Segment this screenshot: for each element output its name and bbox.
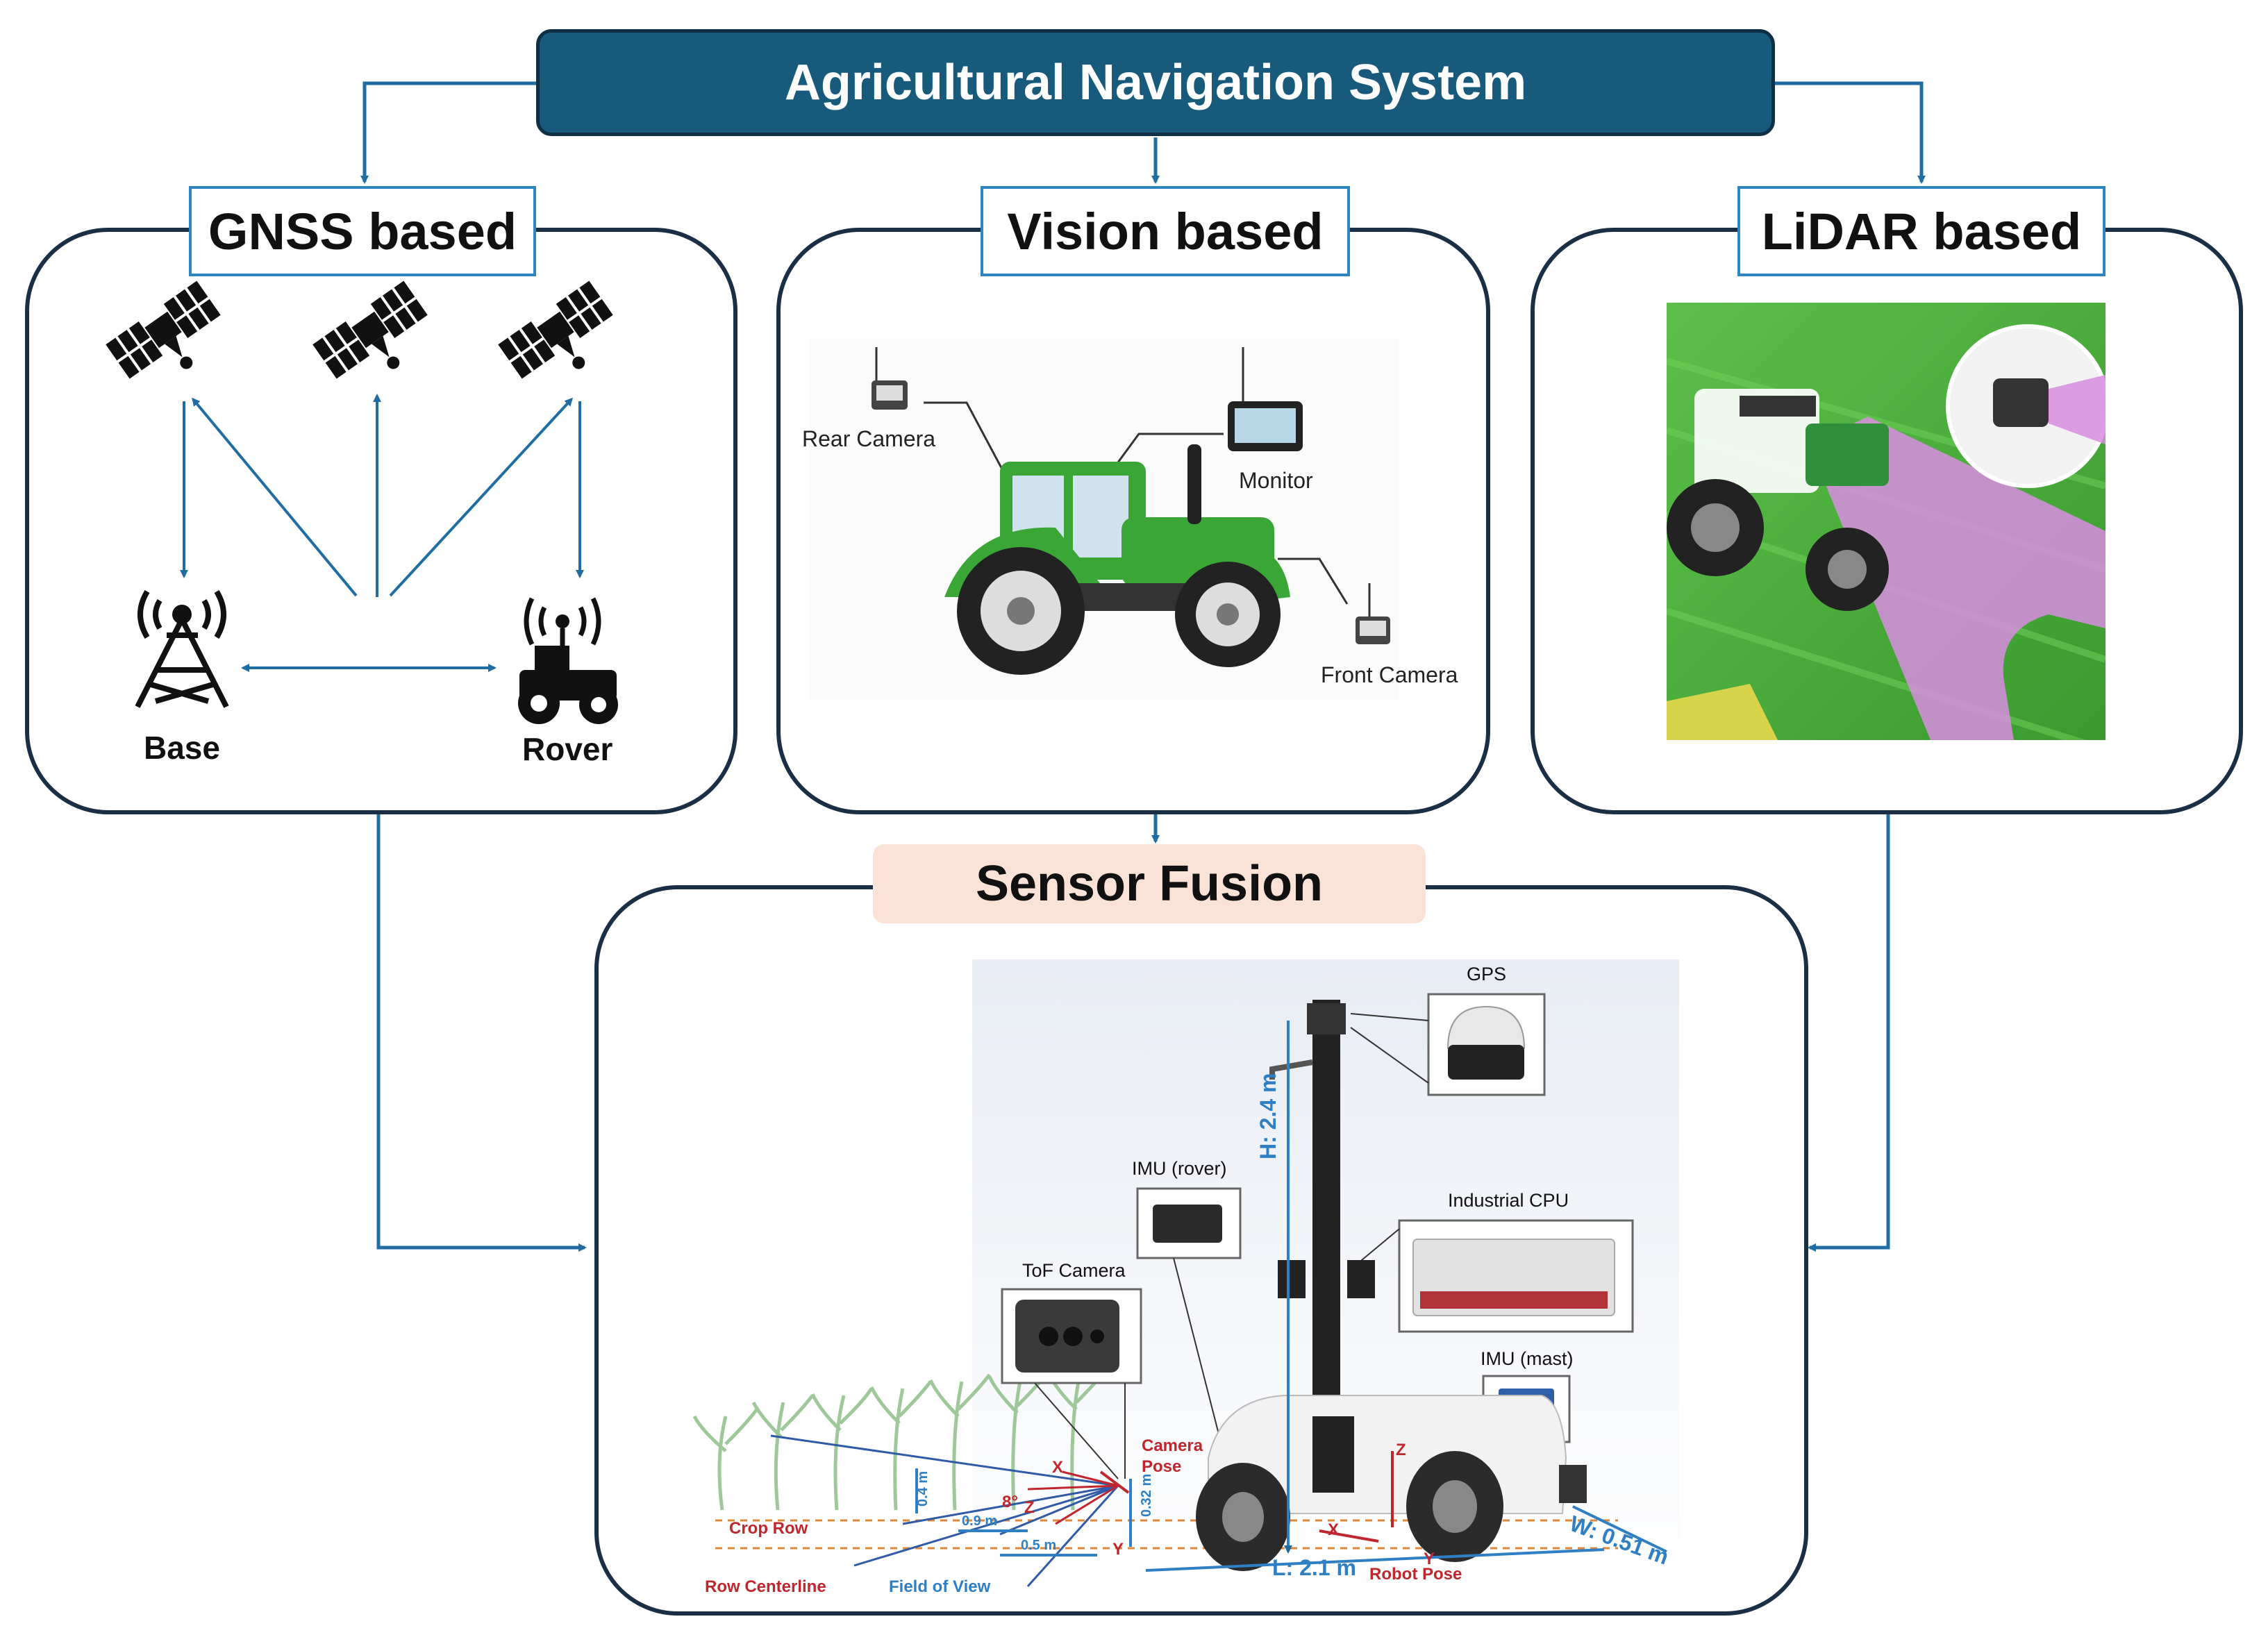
satellite-icon	[312, 280, 428, 379]
industrial-cpu-image	[1357, 1219, 1634, 1333]
front-camera-label: Front Camera	[1321, 662, 1458, 687]
length-dimension-label: L: 2.1 m	[1272, 1555, 1356, 1580]
gnss-panel-label: GNSS based	[189, 186, 536, 276]
robot-axis-y-label: Y	[1424, 1550, 1435, 1568]
monitor-icon	[1228, 347, 1303, 451]
arrow-title-to-lidar	[1775, 81, 1926, 184]
gps-image	[1350, 993, 1546, 1096]
dim-04-label: 0.4 m	[915, 1470, 931, 1507]
imu-rover-image	[1136, 1187, 1242, 1448]
rear-camera-icon	[872, 347, 908, 410]
green-tractor-icon	[944, 444, 1290, 675]
rover-label: Rover	[522, 731, 613, 767]
gps-label: GPS	[1467, 964, 1507, 984]
rear-camera-label: Rear Camera	[802, 426, 936, 451]
angle-label: 8°	[1002, 1493, 1018, 1511]
dim-09-label: 0.9 m	[962, 1513, 998, 1529]
height-dimension-label: H: 2.4 m	[1256, 1073, 1281, 1159]
fusion-panel-label: Sensor Fusion	[873, 844, 1426, 923]
rover-tractor-icon	[518, 597, 618, 724]
camera-pose-label: Camera Pose	[1142, 1436, 1203, 1476]
arrow-title-to-gnss	[360, 81, 536, 184]
satellite-icon	[498, 280, 613, 379]
industrial-cpu-label: Industrial CPU	[1448, 1190, 1569, 1211]
vision-panel-label: Vision based	[981, 186, 1350, 276]
lidar-scene-image	[1667, 303, 2106, 740]
arrow-lidar-to-fusion	[1808, 812, 1890, 1252]
arrow-gnss-to-fusion	[376, 812, 587, 1252]
dim-05-label: 0.5 m	[1021, 1538, 1057, 1553]
monitor-label: Monitor	[1239, 468, 1313, 493]
system-title: Agricultural Navigation System	[536, 29, 1775, 136]
front-camera-icon	[1356, 583, 1390, 644]
base-tower-icon	[135, 589, 229, 708]
robot-body-image	[1196, 1395, 1587, 1571]
field-of-view-label: Field of View	[889, 1577, 991, 1596]
camera-axis-z-label: Z	[1024, 1498, 1035, 1517]
robot-pose-label: Robot Pose	[1369, 1565, 1462, 1584]
tractor-image	[1667, 389, 1889, 611]
crop-row-label: Crop Row	[729, 1519, 808, 1538]
robot-axis-z-label: Z	[1396, 1441, 1406, 1459]
base-label: Base	[144, 730, 220, 766]
dim-032-label: 0.32 m	[1139, 1473, 1154, 1517]
camera-axis-x-label: X	[1052, 1458, 1064, 1477]
imu-rover-label: IMU (rover)	[1132, 1158, 1227, 1179]
lidar-sensor-icon	[1993, 378, 2049, 427]
camera-axis-y-label: Y	[1112, 1540, 1124, 1559]
robot-axis-x-label: X	[1328, 1520, 1340, 1539]
imu-mast-label: IMU (mast)	[1481, 1348, 1574, 1369]
tof-camera-image	[1001, 1288, 1142, 1479]
lidar-panel-label: LiDAR based	[1737, 186, 2106, 276]
row-centerline-label: Row Centerline	[705, 1577, 826, 1596]
robot-mast	[1312, 1000, 1340, 1472]
tof-camera-label: ToF Camera	[1022, 1260, 1126, 1281]
crop-rows-image	[692, 1366, 1109, 1511]
satellite-icon	[106, 280, 221, 379]
